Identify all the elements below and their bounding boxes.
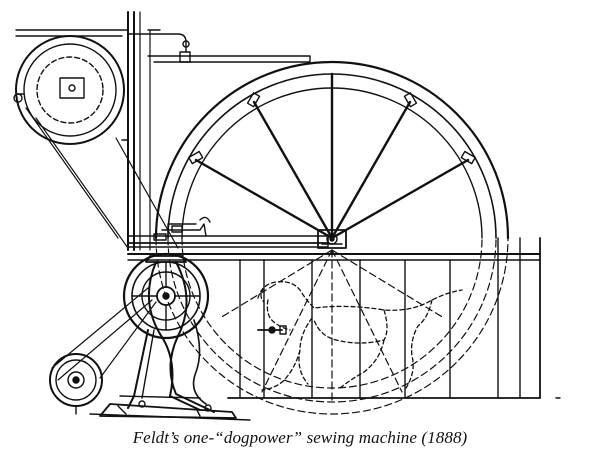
sewing-machine-illustration	[13, 11, 561, 421]
upper-pulley	[13, 29, 129, 145]
drive-belts	[25, 107, 179, 381]
dog-figure	[257, 281, 463, 391]
sewing-machine-head	[127, 216, 329, 248]
lower-pulley	[49, 353, 103, 415]
large-wheel	[154, 60, 510, 240]
treadle-stand	[99, 255, 237, 419]
dog-cage	[127, 237, 561, 399]
figure-caption: Feldt’s one-“dogpower” sewing machine (1…	[132, 428, 468, 447]
wheel-hub	[317, 229, 347, 249]
base	[89, 405, 251, 421]
wheel-lower-dashed	[155, 237, 509, 415]
cage-latch	[257, 325, 287, 335]
top-frame	[127, 11, 311, 251]
